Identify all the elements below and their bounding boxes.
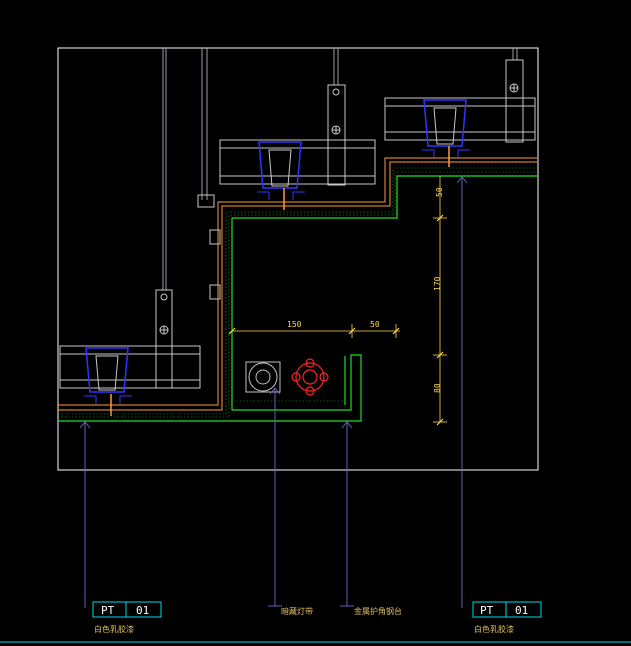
channel-brackets <box>85 99 467 393</box>
bracket-clips <box>84 149 470 404</box>
lamp-red <box>291 358 329 396</box>
lamp-white <box>245 361 281 393</box>
ceiling-board-green <box>58 175 537 422</box>
note-lamp: 暗藏灯带 <box>281 606 313 616</box>
leader-lines <box>79 176 468 608</box>
dim-label-80: 80 <box>433 383 442 393</box>
ceiling-board-orange <box>58 157 537 411</box>
dimension-ticks <box>228 214 444 426</box>
dim-label-50-h: 50 <box>370 320 380 329</box>
tag-right-code: PT <box>480 604 494 617</box>
tag-left-number: 01 <box>136 604 149 617</box>
tag-left-code: PT <box>101 604 115 617</box>
tag-right: PT 01 白色乳胶漆 <box>472 601 542 634</box>
board-hatching <box>58 167 537 418</box>
tag-left-box <box>92 601 162 618</box>
dim-label-150: 150 <box>287 320 302 329</box>
drawing-frame <box>57 47 539 471</box>
note-trim: 金属护角钢台 <box>354 606 402 616</box>
bracket-inner <box>95 107 457 391</box>
tag-right-number: 01 <box>515 604 528 617</box>
dim-label-50-v: 50 <box>435 187 444 197</box>
hanger-plates <box>155 59 524 389</box>
tag-right-box <box>472 601 542 618</box>
tag-left-note: 白色乳胶漆 <box>94 624 134 634</box>
dimension-lines <box>232 176 447 423</box>
hanging-rods <box>162 48 518 290</box>
tag-right-note: 白色乳胶漆 <box>474 624 514 634</box>
dim-label-170: 170 <box>433 276 442 291</box>
tag-left: PT 01 白色乳胶漆 <box>92 601 162 634</box>
